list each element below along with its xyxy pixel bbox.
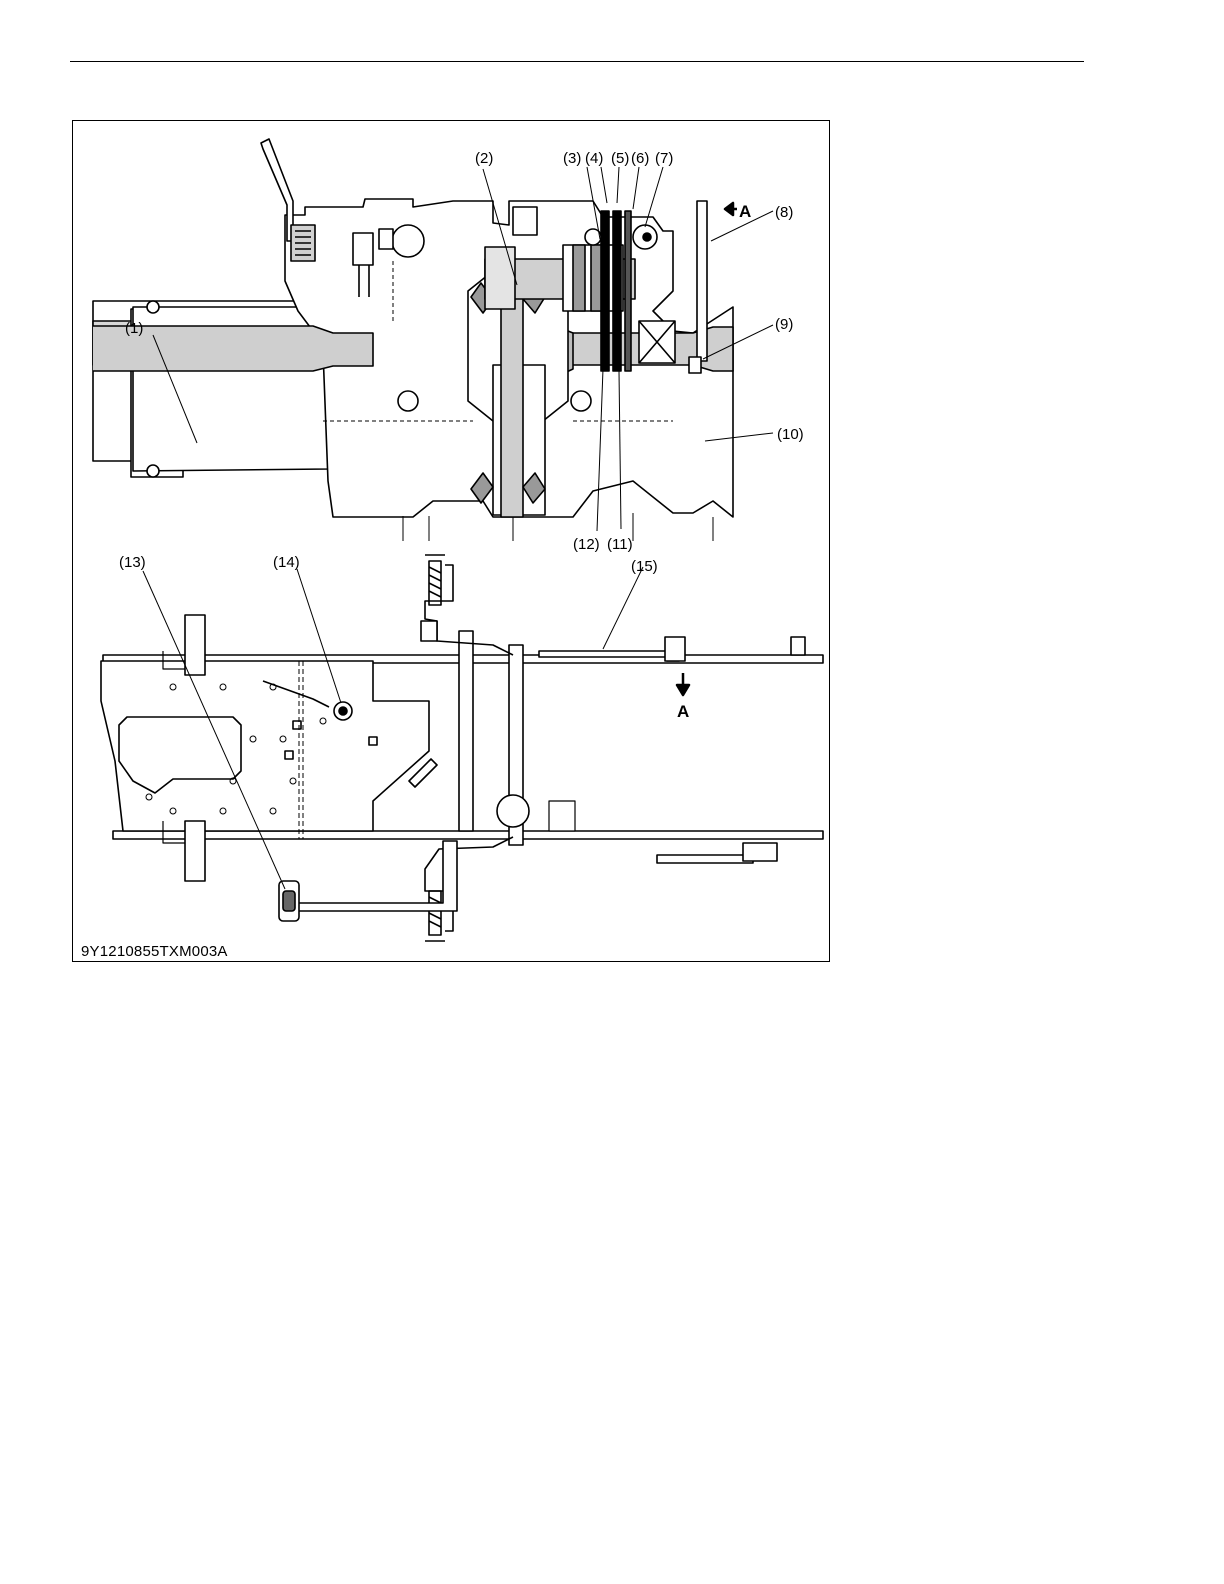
callout-8: (8) [775,204,793,221]
view-letter-top: A [739,202,751,221]
callout-11: (11) [607,536,633,553]
callout-6: (6) [631,150,649,167]
callout-5: (5) [611,150,629,167]
callout-15: (15) [631,558,658,575]
callout-12: (12) [573,536,600,553]
callout-1: (1) [125,320,143,337]
header-rule [70,61,1084,62]
callout-10: (10) [777,426,804,443]
callout-14: (14) [273,554,300,571]
callout-2: (2) [475,150,493,167]
callout-3: (3) [563,150,581,167]
figure-frame: (1) (2) (3) (4) (5) (6) (7) (8) (9) (10)… [72,120,830,962]
technical-drawing: (1) (2) (3) (4) (5) (6) (7) (8) (9) (10)… [73,121,829,961]
figure-code: 9Y1210855TXM003A [81,943,228,960]
view-letter-bottom: A [677,702,689,721]
cross-section-drawing [93,139,733,541]
callout-9: (9) [775,316,793,333]
callout-4: (4) [585,150,603,167]
callout-13: (13) [119,554,146,571]
chassis-drawing [101,555,823,941]
callout-7: (7) [655,150,673,167]
